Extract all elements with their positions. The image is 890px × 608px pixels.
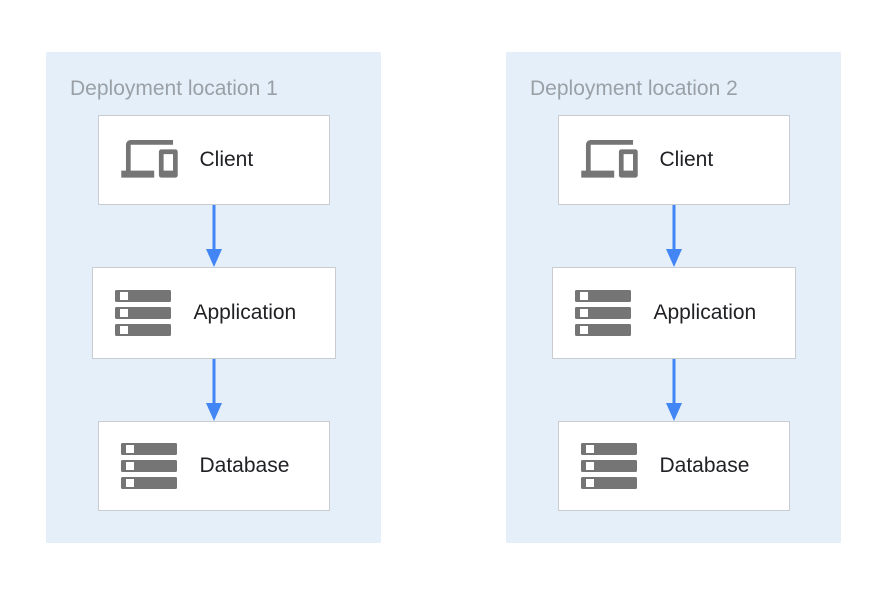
arrow-application-to-database [665, 359, 682, 421]
client-node: Client [97, 115, 330, 205]
deployment-location-1-panel: Deployment location 1 Client [46, 52, 381, 543]
arrow-client-to-application [665, 205, 682, 267]
server-stack-icon [575, 290, 632, 336]
devices-icon [580, 140, 638, 180]
node-label: Database [659, 454, 750, 477]
panel-title: Deployment location 2 [530, 77, 738, 100]
node-label: Database [199, 454, 290, 477]
client-node: Client [557, 115, 790, 205]
node-label: Client [659, 148, 714, 171]
application-node: Application [91, 267, 336, 359]
database-node: Database [557, 421, 790, 511]
arrow-application-to-database [205, 359, 222, 421]
panel-title: Deployment location 1 [70, 77, 278, 100]
node-label: Client [199, 148, 254, 171]
arrow-client-to-application [205, 205, 222, 267]
deployment-location-2-panel: Deployment location 2 Client [506, 52, 841, 543]
node-label: Application [193, 301, 297, 324]
devices-icon [120, 140, 178, 180]
node-label: Application [653, 301, 757, 324]
node-stack: Client Application [46, 115, 381, 511]
application-node: Application [551, 267, 796, 359]
server-stack-icon [121, 443, 178, 489]
node-stack: Client Application [506, 115, 841, 511]
database-node: Database [97, 421, 330, 511]
server-stack-icon [115, 290, 172, 336]
server-stack-icon [581, 443, 638, 489]
